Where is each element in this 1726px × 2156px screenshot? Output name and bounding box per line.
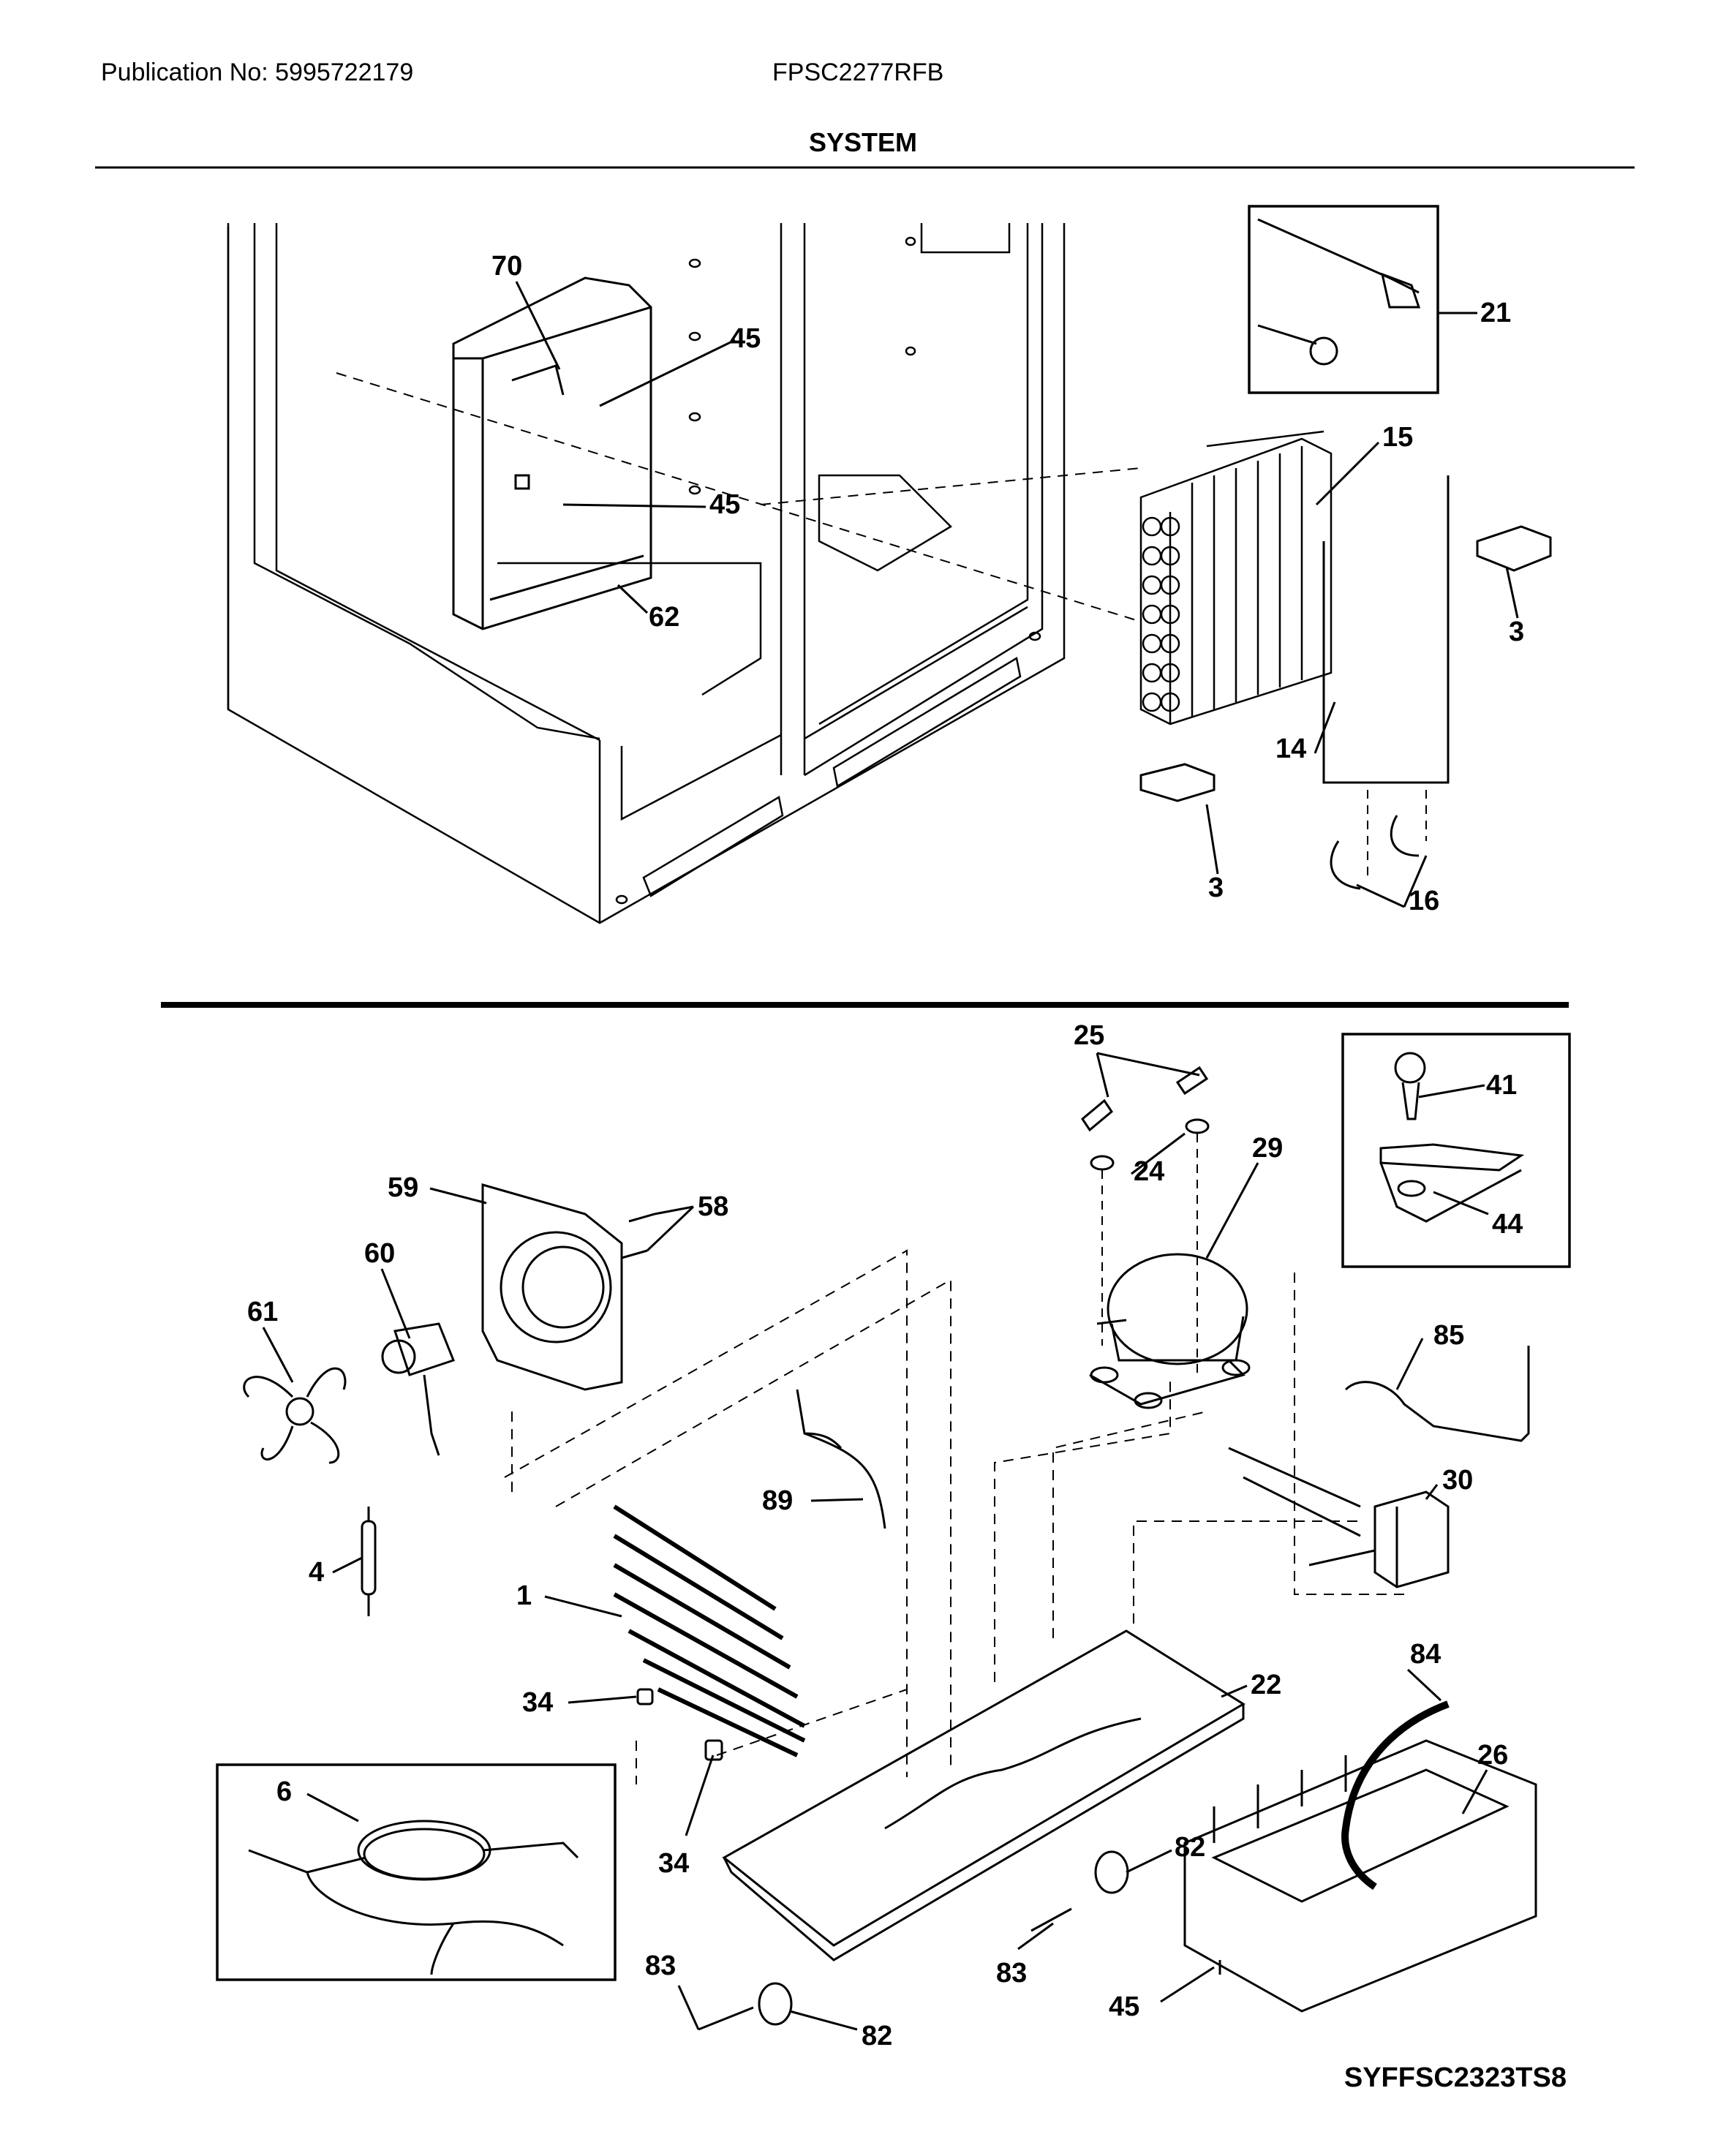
callout-1: 1	[516, 1580, 532, 1611]
callout-83-right: 83	[996, 1958, 1027, 1989]
callout-41: 41	[1486, 1070, 1517, 1101]
callout-29: 29	[1252, 1133, 1283, 1164]
clip-part-21	[1257, 218, 1421, 366]
callout-4: 4	[309, 1557, 324, 1588]
assembly-guide-lines	[504, 1249, 1412, 1784]
callout-58: 58	[698, 1191, 728, 1222]
callout-44: 44	[1492, 1209, 1523, 1240]
callout-25: 25	[1074, 1020, 1104, 1051]
callout-83-left: 83	[645, 1950, 676, 1981]
inset-box-part-6	[216, 1763, 617, 1981]
model-number: FPSC2277RFB	[772, 59, 944, 86]
callout-34-lower: 34	[658, 1848, 689, 1879]
callout-30: 30	[1442, 1465, 1473, 1496]
publication-number: Publication No: 5995722179	[101, 59, 414, 86]
cabinet-drawing	[227, 223, 1142, 924]
fan-shroud-part-59	[481, 1183, 623, 1391]
callout-6: 6	[276, 1776, 292, 1807]
foot-part-82-right	[1094, 1850, 1129, 1894]
tube-part-14	[1322, 475, 1450, 784]
screws-part-58	[621, 1213, 655, 1259]
inset-box-part-21	[1248, 205, 1439, 394]
grommet-part-34-upper	[636, 1688, 654, 1705]
callout-15: 15	[1382, 422, 1413, 453]
callout-60: 60	[364, 1238, 395, 1269]
callout-24: 24	[1134, 1156, 1164, 1187]
bracket-part-44	[1379, 1143, 1525, 1223]
callout-85: 85	[1433, 1320, 1464, 1351]
leader-lines	[262, 281, 1519, 2031]
diagram-code: SYFFSC2323TS8	[1344, 2062, 1567, 2093]
callout-34-upper: 34	[522, 1687, 553, 1718]
callout-45-bottom: 45	[1109, 1991, 1139, 2022]
condenser-coil-part-1	[613, 1504, 806, 1757]
callout-21: 21	[1480, 298, 1511, 328]
tube-part-89	[796, 1389, 886, 1529]
power-cord-part-6	[248, 1820, 579, 1975]
foot-part-82-left	[758, 1982, 793, 2026]
grommets-part-24	[1090, 1118, 1210, 1375]
clips-part-16	[1330, 790, 1427, 890]
callout-59: 59	[388, 1172, 418, 1203]
callout-26: 26	[1477, 1740, 1508, 1771]
tube-part-85	[1344, 1346, 1530, 1442]
callout-3-left: 3	[1208, 872, 1224, 903]
callout-62: 62	[649, 602, 679, 633]
condenser-part-15	[1139, 430, 1333, 725]
callout-89: 89	[762, 1485, 793, 1516]
grommet-part-34-lower	[704, 1739, 723, 1761]
callout-45-middle: 45	[709, 489, 740, 520]
fan-motor-part-60	[381, 1322, 455, 1456]
drier-part-4	[361, 1507, 377, 1616]
block-part-3-upper	[1476, 525, 1552, 572]
callout-45-upper: 45	[730, 323, 761, 354]
clips-part-25	[1081, 1066, 1209, 1132]
hose-part-84	[1341, 1700, 1450, 1891]
evaporator-cover-part-62	[452, 276, 652, 630]
pin-part-83-left	[698, 2006, 754, 2031]
page-title: SYSTEM	[808, 127, 918, 157]
block-part-3-lower	[1139, 763, 1216, 802]
inset-box-parts-41-44	[1341, 1033, 1571, 1268]
callout-84: 84	[1410, 1639, 1441, 1670]
callout-82-left: 82	[862, 2021, 892, 2051]
callout-82-right: 82	[1175, 1832, 1205, 1863]
callout-61: 61	[247, 1297, 278, 1327]
callout-22: 22	[1251, 1670, 1281, 1700]
pin-part-83-right	[1030, 1907, 1072, 1932]
compressor-part-29	[1089, 1253, 1251, 1409]
fan-blade-part-61	[243, 1367, 347, 1464]
callout-70: 70	[491, 251, 522, 282]
base-plate-part-22	[722, 1629, 1245, 1961]
screw-part-41	[1394, 1052, 1426, 1120]
callout-16: 16	[1409, 886, 1439, 916]
callout-14: 14	[1275, 734, 1306, 764]
relay-part-30	[1228, 1447, 1450, 1588]
callout-3-right: 3	[1509, 617, 1524, 647]
